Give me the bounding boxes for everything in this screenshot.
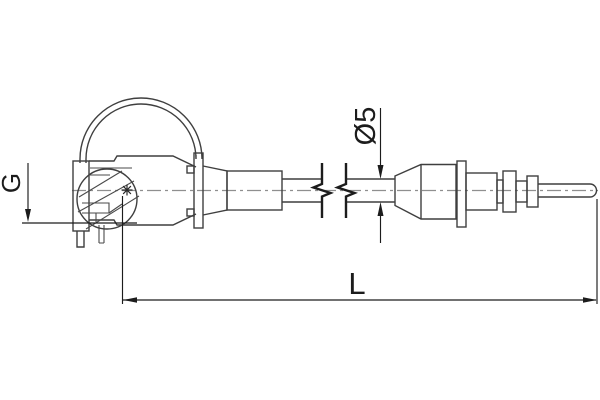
ferrule-block: [226, 170, 283, 211]
diameter-label: Ø5: [350, 107, 382, 146]
length-arrowhead-left: [123, 297, 137, 303]
spindle-tip-icon: [121, 184, 133, 196]
length-label: L: [348, 266, 365, 301]
break-symbol-left: [310, 163, 334, 218]
head-flange: [193, 152, 204, 229]
pivot-nub-top: [186, 165, 195, 174]
end-rod: [538, 183, 598, 198]
length-arrowhead-right: [583, 297, 597, 303]
body-bottom-profile: [89, 213, 197, 226]
ball-joint: [76, 168, 138, 230]
dimension-length: L: [121, 196, 598, 304]
left-tab: [76, 231, 85, 248]
connector-cylinder: [465, 172, 498, 211]
connector-disc: [456, 160, 467, 228]
connector-washer-2: [526, 175, 539, 208]
connector-neck-1: [496, 179, 504, 204]
connector-neck-2: [515, 180, 528, 203]
break-symbol-right: [334, 163, 358, 218]
thread-size-label: G: [0, 173, 26, 193]
bail-handle: [79, 97, 203, 163]
valve-head: [72, 155, 197, 248]
dimension-diameter: Ø5: [350, 107, 384, 243]
connector-cone: [394, 163, 457, 220]
diameter-arrowhead-bottom: [377, 202, 384, 216]
cone-adapter: [186, 152, 283, 229]
connector-washer-1: [502, 170, 517, 213]
g-arrowhead: [25, 209, 31, 222]
diameter-arrowhead-top: [377, 165, 384, 179]
cable-shaft: [282, 163, 395, 218]
connector-end: [394, 160, 598, 228]
dimension-g: G: [0, 163, 137, 224]
left-flange: [72, 160, 90, 232]
body-top-profile: [89, 155, 197, 168]
